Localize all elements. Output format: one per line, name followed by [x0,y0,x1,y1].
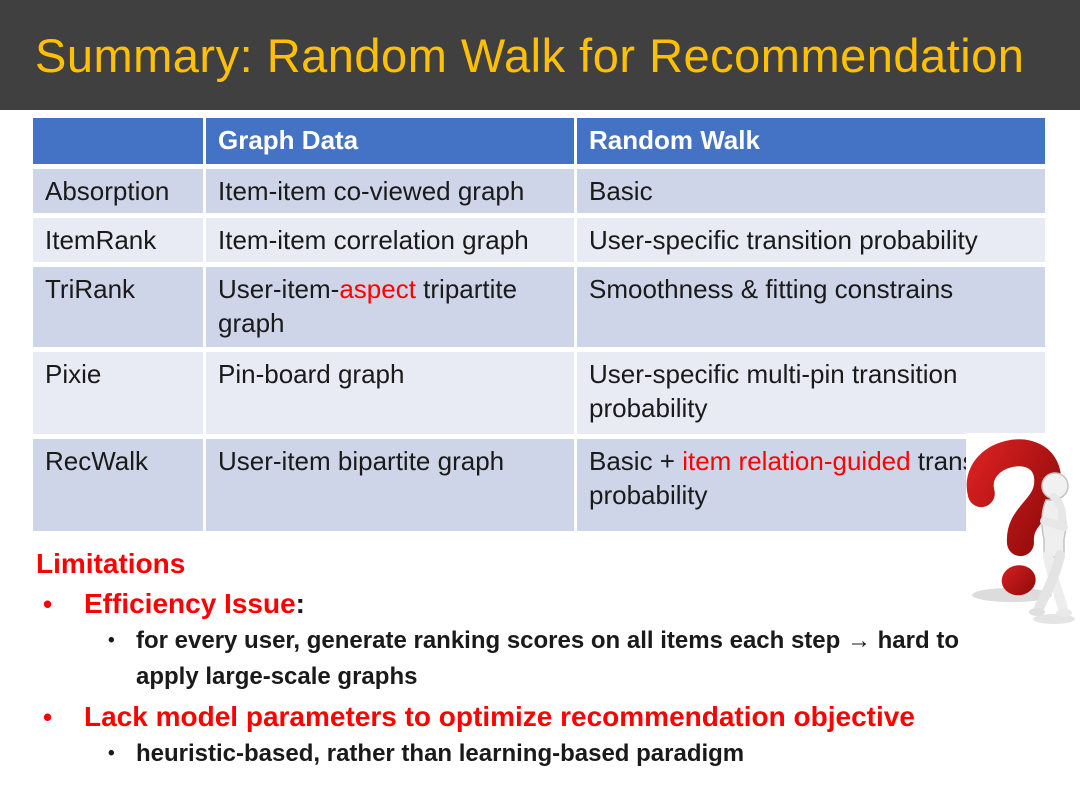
text-segment: User-item bipartite graph [218,446,505,476]
bullet-text: heuristic-based, rather than learning-ba… [136,736,1050,772]
bullet-icon: • [108,743,115,764]
text-segment: Pixie [45,359,102,389]
table-cell: Smoothness & fitting constrains [577,267,1045,347]
table-cell: User-specific transition probability [577,218,1045,262]
table-cell: Basic [577,169,1045,213]
slide-title: Summary: Random Walk for Recommendation [35,28,1025,82]
text-segment: Pin-board graph [218,359,405,389]
sub-bullet-item: • for every user, generate ranking scores… [108,623,1050,695]
text-segment: Item-item correlation graph [218,225,529,255]
text-segment: aspect [339,274,416,304]
text-segment: Absorption [45,176,170,206]
text-segment: apply large-scale graphs [136,663,418,690]
text-segment: TriRank [45,274,136,304]
sub-bullet-item: • heuristic-based, rather than learning-b… [108,736,1050,772]
table-cell: Item-item co-viewed graph [206,169,574,213]
text-segment: Smoothness & fitting constrains [589,274,954,304]
bullet-text: Efficiency Issue: [84,585,1050,623]
table-cell: User-specific multi-pin transition proba… [577,352,1045,434]
text-segment: RecWalk [45,446,149,476]
limitations-list: • Efficiency Issue: • for every user, gener… [36,585,1050,772]
text-segment: item relation-guided [682,446,911,476]
text-segment: for every user, generate ranking scores … [136,627,959,654]
bullet-icon: • [43,702,53,732]
text-segment: User-item- [218,274,340,304]
row-label: TriRank [33,267,203,347]
bullet-text: for every user, generate ranking scores … [136,623,1050,695]
text-segment: Efficiency Issue [84,588,296,619]
thinking-figure-icon [1029,472,1075,624]
text-segment: Lack model parameters to optimize recomm… [84,701,915,732]
table-row: TriRank User-item-aspect tripartite graph… [33,267,1045,347]
row-label: Pixie [33,352,203,434]
text-segment: User-specific multi-pin transition proba… [589,359,958,423]
limitations-heading: Limitations [36,548,186,579]
shadow [972,588,1052,602]
question-mark-icon [966,439,1062,596]
text-segment: Basic [589,176,653,206]
text-segment: ItemRank [45,225,157,255]
row-label: ItemRank [33,218,203,262]
row-label: Absorption [33,169,203,213]
text-segment: tripartite graph [218,274,518,338]
column-header: Graph Data [206,118,574,164]
column-header [33,118,203,164]
text-segment: : [295,588,305,619]
text-segment: Basic + [589,446,683,476]
text-segment: heuristic-based, rather than learning-ba… [136,740,745,767]
title-bar: Summary: Random Walk for Recommendation [0,0,1080,110]
limitations-section: Limitations • Efficiency Issue: • for every… [36,546,1050,772]
table-cell: Pin-board graph [206,352,574,434]
table-row: Pixie Pin-board graph User-specific multi-… [33,352,1045,434]
row-label: RecWalk [33,439,203,531]
table-cell: User-item bipartite graph [206,439,574,531]
bullet-icon: • [43,589,53,619]
table-row: ItemRank Item-item correlation graph User-… [33,218,1045,262]
table-cell: Item-item correlation graph [206,218,574,262]
table-row: Absorption Item-item co-viewed graph Basic [33,169,1045,213]
bullet-text: Lack model parameters to optimize recomm… [84,698,1050,736]
question-mark-clipart [966,433,1080,640]
bullet-item: • Efficiency Issue: [36,585,1050,623]
table-cell: User-item-aspect tripartite graph [206,267,574,347]
bullet-item: • Lack model parameters to optimize recom… [36,698,1050,736]
bullet-icon: • [108,630,115,651]
text-segment: Item-item co-viewed graph [218,176,525,206]
column-header: Random Walk [577,118,1045,164]
text-segment: User-specific transition probability [589,225,978,255]
